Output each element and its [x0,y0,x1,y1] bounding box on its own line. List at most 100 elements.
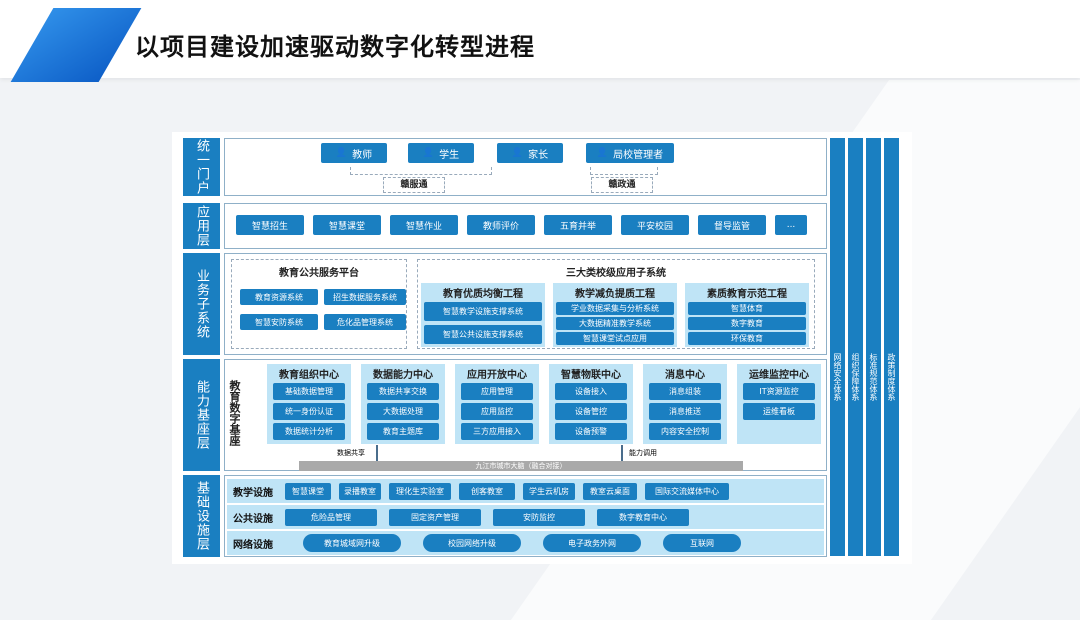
infra-item[interactable]: 理化生实验室 [389,482,451,500]
center-item[interactable]: 基础数据管理 [273,383,345,400]
infra-row: 网络设施 教育城域网升级 校园网络升级 电子政务外网 互联网 [227,531,824,555]
network-cloud[interactable]: 互联网 [663,534,741,552]
application-box: 智慧招生智慧课堂智慧作业教师评价五育并举平安校园督导监管... [224,203,827,249]
portal-user-label: 局校管理者 [613,149,664,161]
center-item[interactable]: 应用监控 [461,403,533,420]
network-cloud[interactable]: 电子政务外网 [543,534,641,552]
app-item[interactable]: 督导监管 [698,215,766,235]
school-system-item[interactable]: 数字教育 [688,317,806,330]
capability-center: 应用开放中心应用管理应用监控三方应用接入 [455,364,539,444]
call-arrow [621,445,623,461]
layer-label: 基础设施层 [183,475,220,557]
school-system-item[interactable]: 智慧教学设施支撑系统 [424,302,542,321]
center-item[interactable]: 消息推送 [649,403,721,420]
center-item[interactable]: 数据共享交换 [367,383,439,400]
portal-user-button[interactable]: 👤教师 [321,143,387,163]
layer-label: 业务子系统 [183,253,220,355]
center-title: 教育组织中心 [279,370,339,381]
teacher-icon: 👤 [335,148,348,158]
layer-label: 应用层 [183,203,220,249]
portal-user-button[interactable]: 👤 家长 [497,143,563,163]
app-item[interactable]: 智慧课堂 [313,215,381,235]
center-item[interactable]: 数据统计分析 [273,423,345,440]
parent-icon: 👤 [511,148,524,158]
center-item[interactable]: 大数据处理 [367,403,439,420]
portal-user-button[interactable]: 👤 局校管理者 [586,143,674,163]
public-system-item[interactable]: 智慧安防系统 [240,314,318,330]
school-group: 素质教育示范工程智慧体育数字教育环保教育 [685,283,809,347]
public-platform: 教育公共服务平台 教育资源系统招生数据服务系统智慧安防系统危化品管理系统 [231,259,407,349]
infra-item[interactable]: 固定资产管理 [389,508,481,526]
infra-row-label: 网络设施 [233,539,273,551]
center-item[interactable]: 设备接入 [555,383,627,400]
center-item[interactable]: 教育主题库 [367,423,439,440]
school-system-item[interactable]: 智慧体育 [688,302,806,315]
school-group: 教学减负提质工程学业数据采集与分析系统大数据精准教学系统智慧课堂试点应用 [553,283,677,347]
network-cloud[interactable]: 校园网络升级 [423,534,521,552]
app-item[interactable]: 教师评价 [467,215,535,235]
capability-center: 数据能力中心数据共享交换大数据处理教育主题库 [361,364,445,444]
school-system-item[interactable]: 大数据精准教学系统 [556,317,674,330]
center-title: 智慧物联中心 [561,370,621,381]
layer-label: 能力基座层 [183,359,220,471]
school-system-item[interactable]: 智慧公共设施支撑系统 [424,325,542,344]
admin-icon: 👤 [596,148,609,158]
center-item[interactable]: 内容安全控制 [649,423,721,440]
business-box: 教育公共服务平台 教育资源系统招生数据服务系统智慧安防系统危化品管理系统 三大类… [224,253,827,355]
portal-box: 赣服通 赣政通 👤教师👤学生👤家长👤局校管理者 [224,138,827,196]
portal-user-button[interactable]: 👤学生 [408,143,474,163]
portal-user-label: 学生 [439,149,460,161]
capability-center: 消息中心消息组装消息推送内容安全控制 [643,364,727,444]
school-system-item[interactable]: 环保教育 [688,332,806,345]
system-column: 组织保障体系 [848,138,863,556]
school-system-item[interactable]: 智慧课堂试点应用 [556,332,674,345]
app-item[interactable]: 智慧招生 [236,215,304,235]
center-item[interactable]: 统一身份认证 [273,403,345,420]
system-column: 标准规范体系 [866,138,881,556]
center-item[interactable]: 设备预警 [555,423,627,440]
infra-item[interactable]: 录播教室 [339,482,381,500]
app-item[interactable]: 智慧作业 [390,215,458,235]
share-label: 数据共享 [337,449,365,457]
center-title: 应用开放中心 [467,370,527,381]
layer-application: 应用层 智慧招生智慧课堂智慧作业教师评价五育并举平安校园督导监管... [183,203,827,249]
public-system-item[interactable]: 危化品管理系统 [324,314,406,330]
title-decoration [10,8,142,82]
network-cloud[interactable]: 教育城域网升级 [303,534,401,552]
infra-item[interactable]: 安防监控 [493,508,585,526]
school-subsystems: 三大类校级应用子系统 教育优质均衡工程智慧教学设施支撑系统智慧公共设施支撑系统教… [417,259,815,349]
infra-row-label: 公共设施 [233,513,273,525]
page-title: 以项目建设加速驱动数字化转型进程 [135,33,535,61]
infra-item[interactable]: 国际交流媒体中心 [645,482,729,500]
center-item[interactable]: 三方应用接入 [461,423,533,440]
infra-item[interactable]: 数字教育中心 [597,508,689,526]
infra-item[interactable]: 智慧课堂 [285,482,331,500]
connector [590,167,658,175]
app-item[interactable]: 平安校园 [621,215,689,235]
channel-ganzhengtong: 赣政通 [591,177,653,193]
center-title: 运维监控中心 [749,370,809,381]
public-system-item[interactable]: 招生数据服务系统 [324,289,406,305]
center-item[interactable]: 应用管理 [461,383,533,400]
layer-infrastructure: 基础设施层 教学设施智慧课堂录播教室理化生实验室创客教室学生云机房教室云桌面国际… [183,475,827,557]
infra-row: 教学设施智慧课堂录播教室理化生实验室创客教室学生云机房教室云桌面国际交流媒体中心 [227,479,824,503]
public-platform-title: 教育公共服务平台 [279,268,359,279]
school-group: 教育优质均衡工程智慧教学设施支撑系统智慧公共设施支撑系统 [421,283,545,347]
school-group-title: 教学减负提质工程 [575,289,655,300]
infra-item[interactable]: 创客教室 [459,482,515,500]
app-item[interactable]: ... [775,215,807,235]
infra-item[interactable]: 危险品管理 [285,508,377,526]
center-item[interactable]: IT资源监控 [743,383,815,400]
portal-user-label: 家长 [528,149,549,161]
center-item[interactable]: 消息组装 [649,383,721,400]
infra-item[interactable]: 教室云桌面 [583,482,637,500]
layer-capability: 能力基座层 教育数字基座 教育组织中心基础数据管理统一身份认证数据统计分析数据能… [183,359,827,471]
school-system-item[interactable]: 学业数据采集与分析系统 [556,302,674,315]
center-item[interactable]: 设备管控 [555,403,627,420]
public-system-item[interactable]: 教育资源系统 [240,289,318,305]
call-label: 能力调用 [629,449,657,457]
infra-item[interactable]: 学生云机房 [523,482,575,500]
app-item[interactable]: 五育并举 [544,215,612,235]
school-group-title: 素质教育示范工程 [707,289,787,300]
center-item[interactable]: 运维看板 [743,403,815,420]
